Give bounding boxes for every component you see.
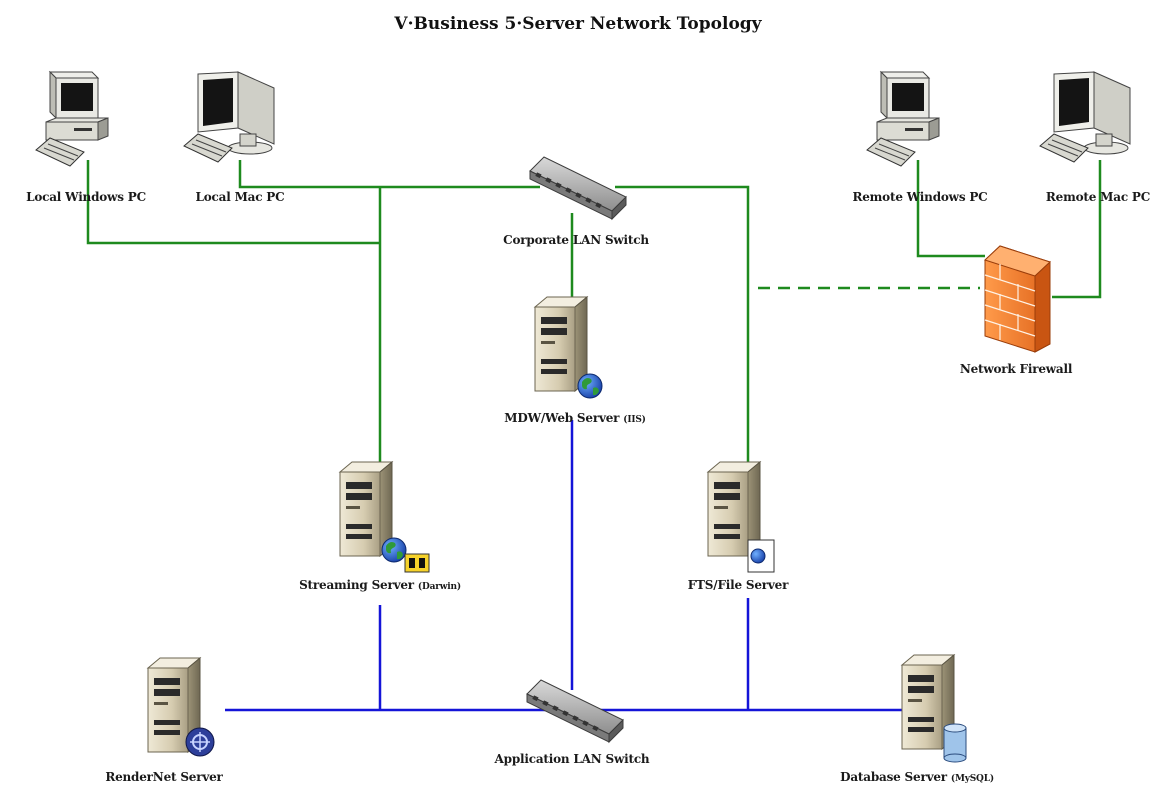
database-server-icon — [901, 654, 967, 763]
streaming-server-icon — [339, 461, 430, 573]
diagram-title: V·Business 5·Server Network Topology — [394, 14, 762, 34]
label-local-windows-pc: Local Windows PC — [26, 190, 146, 204]
label-corporate-switch: Corporate LAN Switch — [503, 233, 649, 247]
label-database-server-main: Database Server — [840, 770, 947, 784]
corporate-switch-icon — [529, 156, 627, 220]
corporate-links — [86, 160, 1102, 462]
network-firewall-icon — [984, 245, 1051, 353]
link-remote-mac-pc — [1052, 160, 1102, 299]
label-database-server-sub: (MySQL) — [950, 774, 994, 784]
link-local-mac-pc — [238, 160, 540, 189]
link-local-windows-pc — [86, 160, 380, 245]
ftp-server-icon — [707, 461, 775, 573]
link-switch-to-ftp — [615, 185, 750, 462]
label-streaming-server-sub: (Darwin) — [417, 582, 461, 592]
local-windows-pc-icon — [35, 71, 109, 167]
local-mac-pc-icon — [183, 71, 275, 163]
render-gear-icon — [185, 727, 215, 757]
label-web-server-sub: (IIS) — [623, 415, 646, 425]
render-server-icon — [147, 657, 215, 757]
label-ftp-server: FTS/File Server — [687, 578, 789, 592]
label-streaming-server: Streaming Server (Darwin) — [299, 578, 461, 592]
film-reel-icon — [404, 553, 430, 573]
label-web-server: MDW/Web Server (IIS) — [504, 411, 646, 425]
remote-mac-pc-icon — [1039, 71, 1131, 163]
link-remote-windows-pc — [916, 160, 985, 258]
label-remote-mac-pc: Remote Mac PC — [1045, 190, 1151, 204]
remote-windows-pc-icon — [866, 71, 940, 167]
web-server-icon — [534, 296, 603, 399]
label-database-server: Database Server (MySQL) — [840, 770, 994, 784]
label-local-mac-pc: Local Mac PC — [195, 190, 285, 204]
label-render-server: RenderNet Server — [105, 770, 223, 784]
database-cylinder-icon — [943, 723, 967, 763]
application-links — [225, 420, 905, 712]
label-streaming-server-main: Streaming Server — [299, 578, 414, 592]
label-web-server-main: MDW/Web Server — [504, 411, 620, 425]
label-application-switch: Application LAN Switch — [494, 752, 650, 766]
document-icon — [747, 539, 775, 573]
label-remote-windows-pc: Remote Windows PC — [852, 190, 988, 204]
label-network-firewall: Network Firewall — [959, 362, 1073, 376]
